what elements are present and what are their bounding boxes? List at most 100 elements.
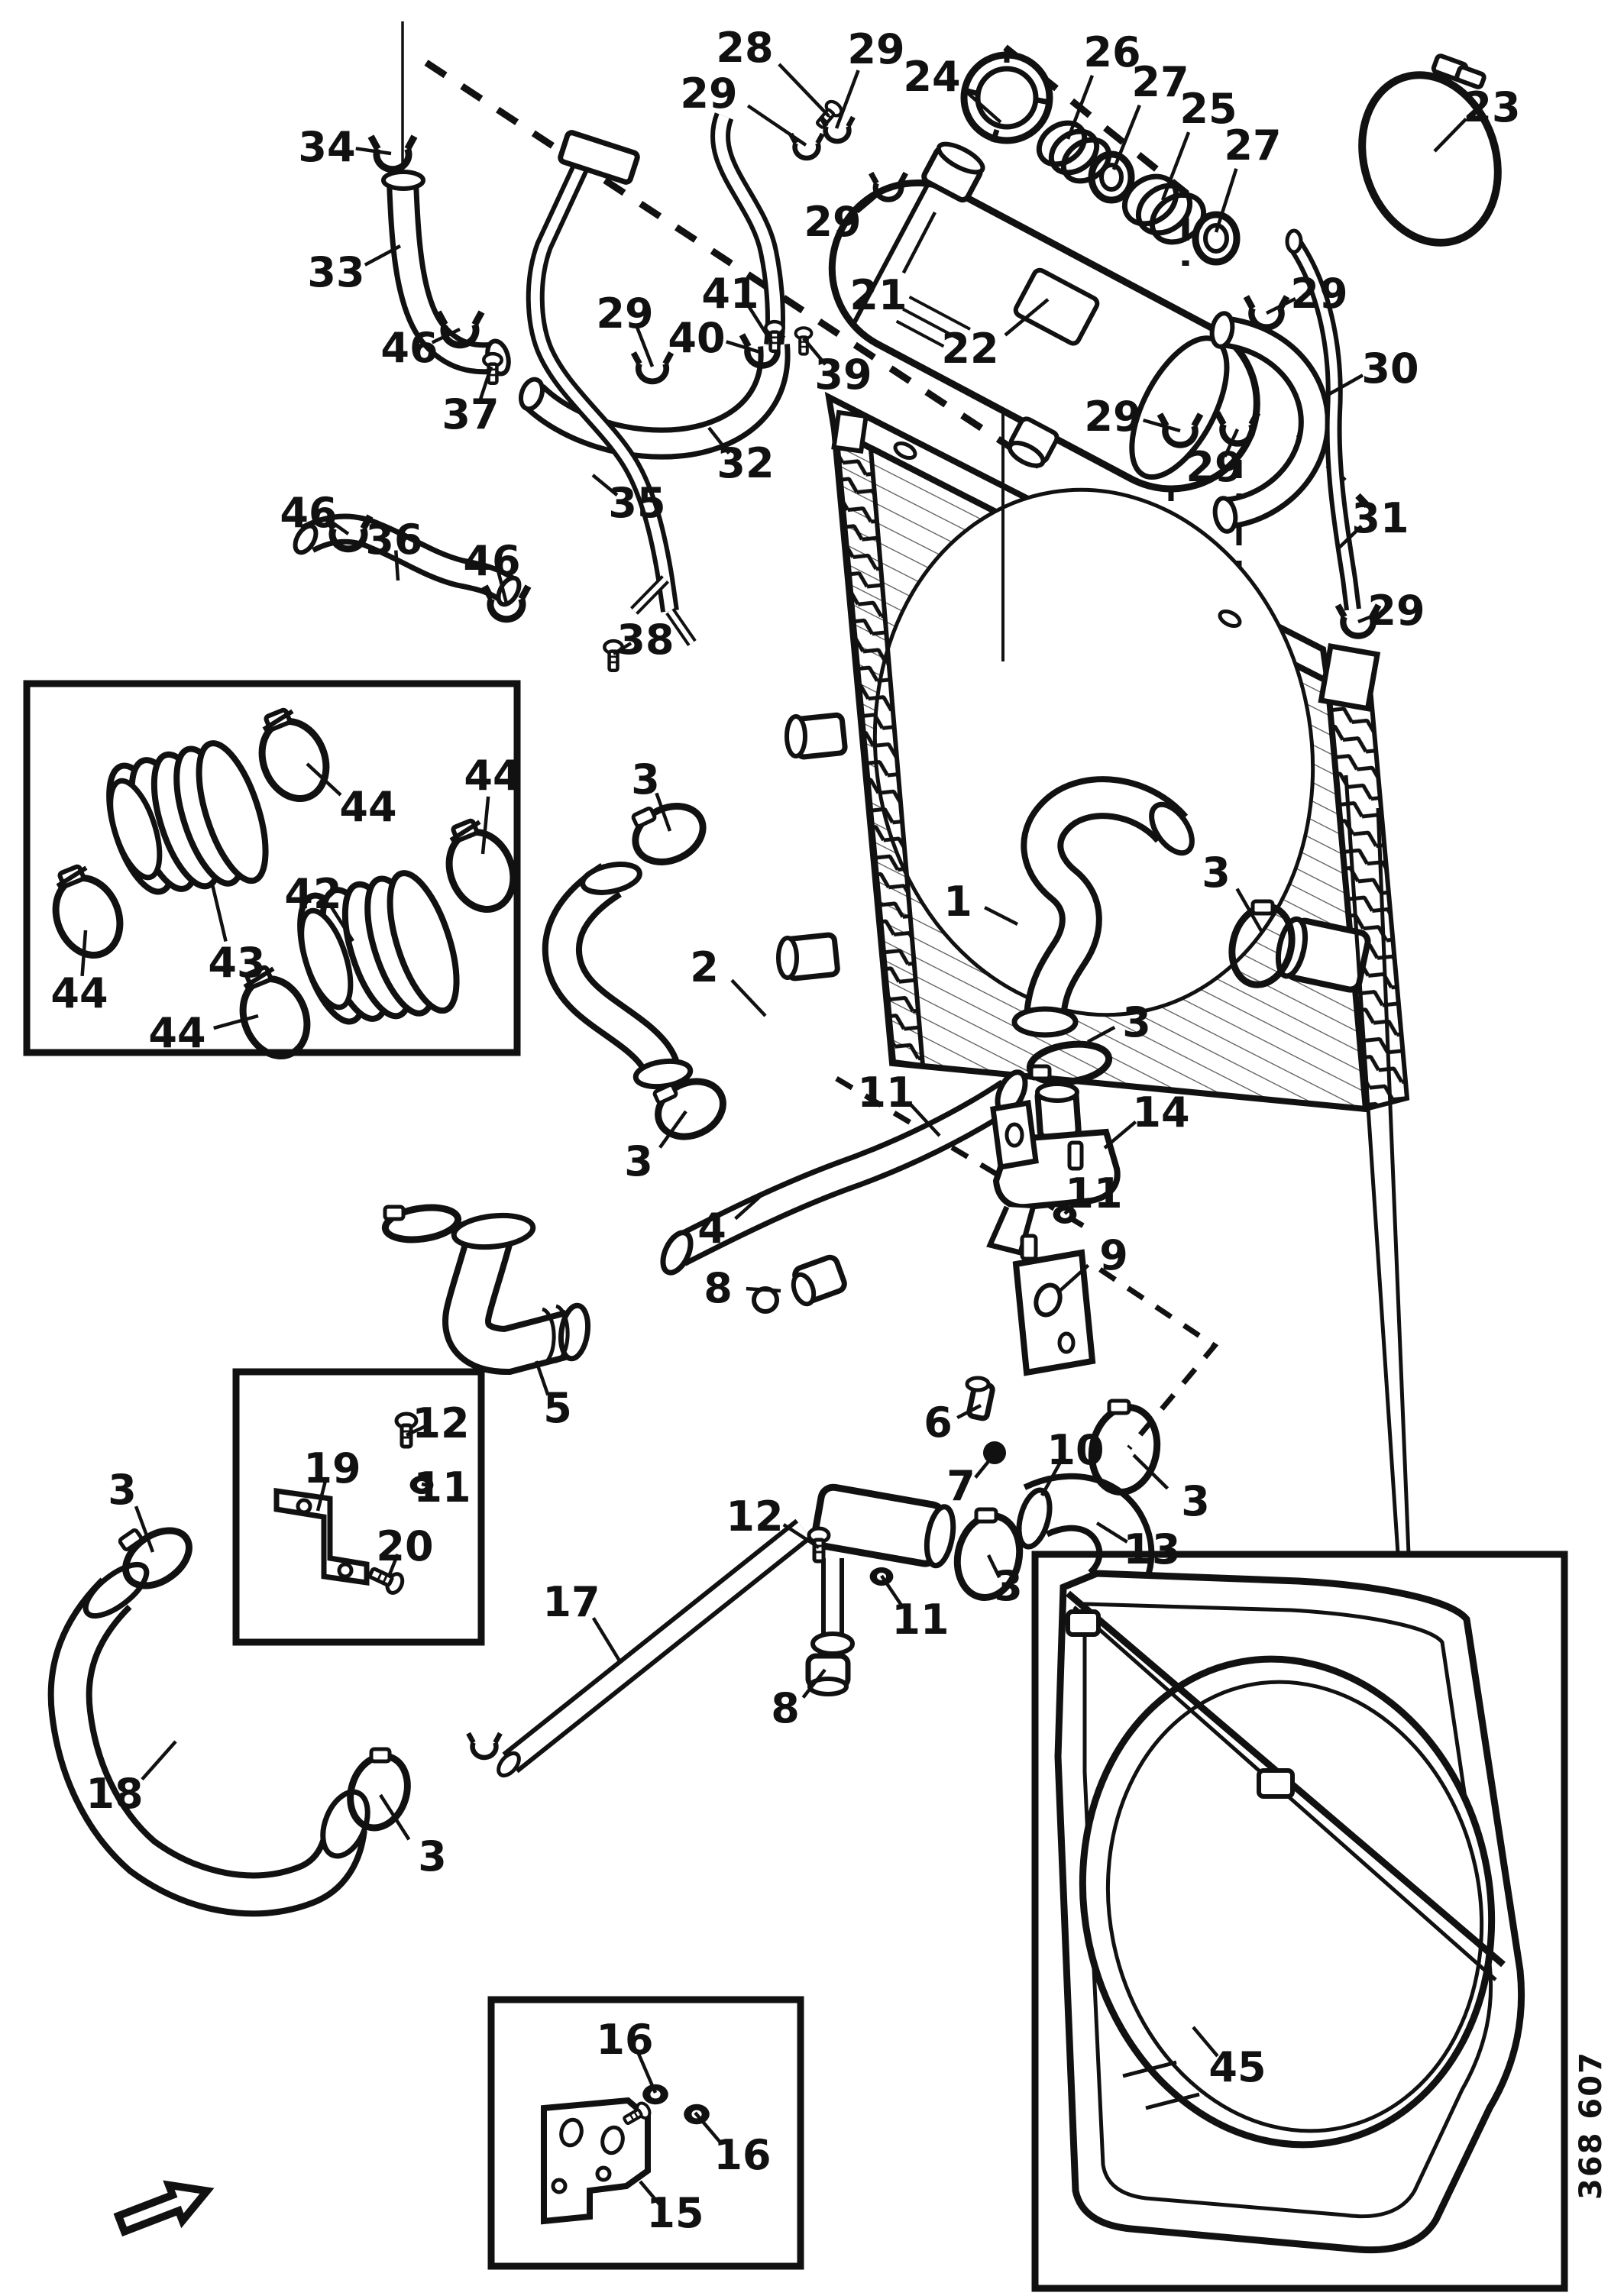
leader-line-43 <box>210 884 228 942</box>
hose-4-bracket-tab <box>990 1099 1039 1171</box>
leader-line-44 <box>80 930 88 977</box>
callout-27: 27 <box>1131 58 1189 106</box>
hose-4 <box>660 1069 1039 1276</box>
radiator-left-inlet-stub <box>785 712 848 760</box>
leader-line-3 <box>658 1110 687 1149</box>
callout-22: 22 <box>941 325 998 373</box>
leader-line-3 <box>1235 888 1264 935</box>
bracket-19 <box>273 1487 370 1586</box>
callout-28: 28 <box>716 24 773 72</box>
callout-12: 12 <box>726 1492 783 1541</box>
pipe-17 <box>468 1483 956 1778</box>
callout-4: 4 <box>697 1205 726 1253</box>
leader-line-40 <box>726 340 763 355</box>
hose-30 <box>1160 296 1314 534</box>
bushing-8-b <box>805 1653 851 1696</box>
callout-46: 46 <box>463 537 520 585</box>
callout-13: 13 <box>1123 1525 1180 1573</box>
callout-30: 30 <box>1361 344 1419 393</box>
callout-29: 29 <box>847 25 904 73</box>
callout-3: 3 <box>1122 998 1151 1046</box>
pipe-35 <box>438 130 697 671</box>
leader-line-31 <box>1337 525 1363 550</box>
nut-16-a <box>642 2084 668 2105</box>
callout-38: 38 <box>616 616 674 664</box>
clamp-3-elbow <box>1088 1399 1161 1496</box>
cap-spring-2 <box>1121 173 1207 245</box>
leader-line-8 <box>746 1286 781 1293</box>
leader-line-15 <box>639 2180 662 2206</box>
callout-3: 3 <box>1181 1477 1210 1525</box>
leader-line-3 <box>1132 1454 1169 1490</box>
callout-46: 46 <box>280 489 337 537</box>
filler-cap <box>960 50 1053 144</box>
callout-7: 7 <box>946 1462 975 1510</box>
leader-line-11 <box>908 1102 941 1137</box>
callout-19: 19 <box>303 1444 361 1492</box>
leader-line-16 <box>636 2053 658 2094</box>
callout-18: 18 <box>86 1770 143 1818</box>
callout-44: 44 <box>148 1009 205 1057</box>
leader-line-3 <box>986 1554 1001 1579</box>
callout-10: 10 <box>1047 1426 1104 1474</box>
inset-bracket-15 <box>487 1996 804 2270</box>
callout-3: 3 <box>1202 849 1231 897</box>
shroud-reference-lines <box>1344 774 1411 1554</box>
leader-line-37 <box>478 366 493 402</box>
callout-29: 29 <box>1367 587 1425 635</box>
leader-line-11 <box>880 1574 904 1609</box>
clamp-3-hose18-top <box>118 1527 192 1589</box>
callout-2: 2 <box>690 943 719 991</box>
callout-12: 12 <box>412 1399 469 1447</box>
leader-line-46 <box>325 516 350 535</box>
callout-43: 43 <box>208 939 265 987</box>
leader-line-12 <box>782 1523 820 1549</box>
pipe-17-drop-tube <box>810 1558 855 1656</box>
callout-9: 9 <box>1099 1231 1128 1279</box>
inset-bellows-kit <box>23 680 525 1066</box>
clip-29-a <box>821 117 853 141</box>
callout-39: 39 <box>814 351 872 399</box>
expansion-tank <box>828 50 1502 493</box>
cap-spring-1 <box>1036 120 1112 184</box>
leader-line-18 <box>141 1740 177 1781</box>
callout-8: 8 <box>771 1684 800 1732</box>
clamp-44-b <box>434 813 524 919</box>
callout-3: 3 <box>108 1466 137 1514</box>
leader-line-30 <box>1328 374 1364 396</box>
leader-line-44 <box>480 796 490 855</box>
leader-line-36 <box>394 550 400 581</box>
callout-35: 35 <box>608 479 665 527</box>
leader-line-33 <box>364 244 402 267</box>
callout-11: 11 <box>1065 1169 1122 1218</box>
leader-line-8 <box>801 1668 827 1699</box>
leader-line-5 <box>534 1360 550 1396</box>
clamp-3-hose2-bottom <box>652 1078 726 1140</box>
callout-29: 29 <box>804 198 861 246</box>
leader-line-29 <box>1142 418 1181 433</box>
cap-seal-1 <box>1088 150 1135 204</box>
pipe-35-bracket <box>558 130 640 185</box>
fitting-6 <box>965 1376 995 1421</box>
clamp-3-outlet <box>1228 899 1296 988</box>
leader-line-11 <box>421 1482 434 1489</box>
leader-line-3 <box>134 1505 155 1553</box>
tank-bottom-outlet <box>1007 416 1059 468</box>
leader-line-41 <box>747 306 773 344</box>
leader-line-27 <box>1214 168 1238 233</box>
leader-line-34 <box>355 147 392 156</box>
leader-line-3 <box>655 792 672 832</box>
callout-34: 34 <box>298 123 355 171</box>
leader-line-44 <box>306 762 342 797</box>
leader-line-24 <box>962 87 1002 124</box>
bellows-43 <box>96 730 279 917</box>
leader-line-25 <box>1160 131 1191 201</box>
callout-41: 41 <box>701 270 759 318</box>
leader-line-29 <box>1265 297 1296 315</box>
leader-line-28 <box>778 63 830 118</box>
callout-40: 40 <box>668 314 725 362</box>
leader-line-16 <box>694 2111 723 2145</box>
leader-line-12 <box>406 1424 426 1437</box>
